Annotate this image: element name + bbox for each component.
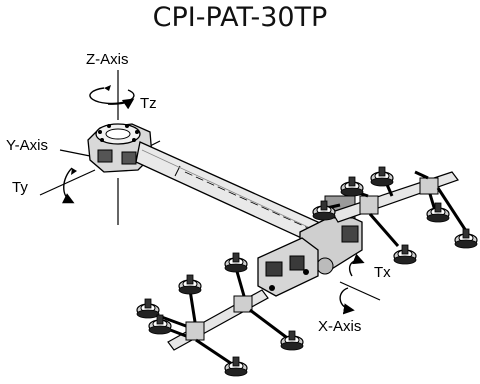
tx-label: Tx [374,264,391,281]
tz-label: Tz [140,95,157,112]
center-coupling-block [257,195,363,297]
ty-rotation-arrow [61,167,77,204]
main-boom-tube [135,141,341,253]
diagram-title: CPI-PAT-30TP [152,2,328,33]
left-cross-bar [136,252,304,377]
x-axis-rotation-arrow [339,281,381,315]
tz-rotation-arrow [89,85,135,110]
y-axis-label: Y-Axis [6,137,48,154]
x-axis-label: X-Axis [318,318,361,335]
right-cross-bar [312,166,478,265]
z-axis-label: Z-Axis [86,51,129,68]
ty-label: Ty [12,179,28,196]
tx-rotation-arrow [348,253,365,277]
